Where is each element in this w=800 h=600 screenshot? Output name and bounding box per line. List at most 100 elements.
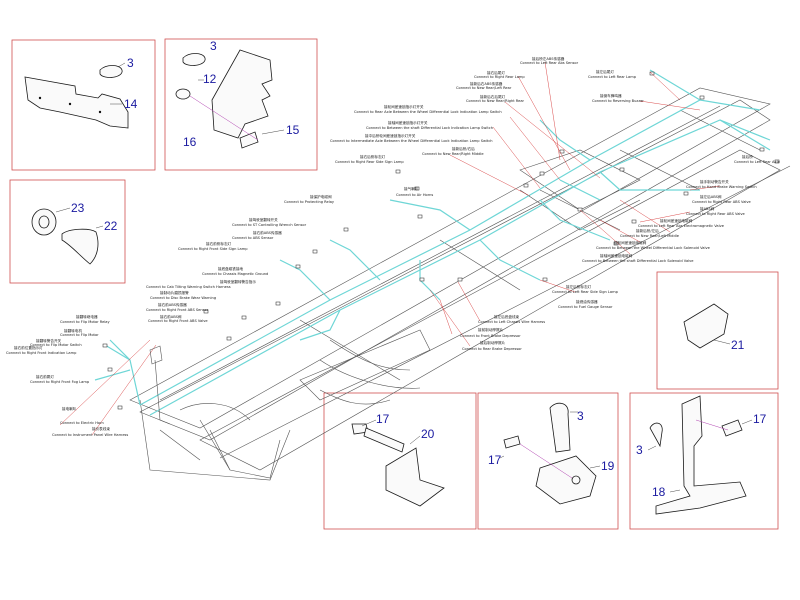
label-en: Connect to Flip Motor Relay xyxy=(60,320,111,324)
bracket-part-19 xyxy=(535,455,597,505)
callout: 3 xyxy=(210,39,217,53)
clip-part-3c xyxy=(549,402,571,453)
label-cn: 接右前位置指示灯 xyxy=(14,345,43,350)
bracket-part-20 xyxy=(385,447,445,507)
inset-box-bottom-left: 17 20 xyxy=(323,392,477,530)
inset-box-left-middle: 23 22 xyxy=(9,179,126,284)
label-cn: 接右后尾灯 xyxy=(487,70,505,75)
label-en: Connect to Left Rear Side Sign Lamp xyxy=(552,290,619,294)
label-cn: 接保护电磁阀 xyxy=(310,194,332,199)
inset-box-bottom-right: 3 17 18 xyxy=(629,392,779,530)
label-cn: 接左后底盘线束 xyxy=(494,314,520,319)
callout: 18 xyxy=(652,485,666,499)
callout: 3 xyxy=(577,409,584,423)
label-cn: 接燃油传感器 xyxy=(576,299,598,304)
label-en: Connect to Hand Brake Warning Switch xyxy=(686,185,757,189)
nut-part-12 xyxy=(175,88,191,100)
bracket-part-18 xyxy=(655,395,747,515)
label-cn: 接左后侧标志灯 xyxy=(566,284,592,289)
label-en: Connect to Right Front Indication Lamp xyxy=(6,351,77,355)
inset-box-top-center: 3 12 15 16 xyxy=(164,38,318,171)
callout: 14 xyxy=(124,97,138,111)
callout: 22 xyxy=(104,219,118,233)
label-en: Connect to Left Rear Abs Electromagnetic… xyxy=(638,224,725,228)
callout: 17 xyxy=(376,412,390,426)
label-en: Connect to Left Rear Axle xyxy=(734,160,781,164)
label-en: Connect to Disc Brake Wear Warning xyxy=(150,296,216,300)
inset-box-top-left: 3 14 xyxy=(11,39,156,171)
label-cn: 接中后桥轮间差速锁指示灯开关 xyxy=(365,133,416,138)
harness-routes xyxy=(94,69,771,416)
callout: 3 xyxy=(636,443,643,457)
leader-lines xyxy=(59,61,721,436)
bolt-part-17c xyxy=(721,419,743,437)
label-en: Connect to Air Horns xyxy=(396,193,433,197)
label-en: Connect to Right Rear Lamp xyxy=(474,75,525,79)
inset-box-bottom-center: 3 17 19 xyxy=(477,392,619,530)
callout: 19 xyxy=(601,459,615,473)
label-cn: 接后桥左ABS传感器 xyxy=(532,56,565,61)
label-en: Connect to ABS Sensor xyxy=(232,236,274,240)
label-cn: 接手制动警告开关 xyxy=(700,179,729,184)
label-en: Connect to ST Controlling Wrench Sensor xyxy=(232,223,307,227)
clip-part-3b xyxy=(182,53,206,66)
label-cn: 接电喇叭 xyxy=(62,406,77,411)
label-cn: 接翻转警告开关 xyxy=(36,338,62,343)
label-en: Connect to Right Rear Side Sign Lamp xyxy=(335,160,404,164)
label-en: Connect to Right Rear ABS Valve xyxy=(692,200,752,204)
label-cn: 接右前ABS传感器 xyxy=(158,302,187,307)
callout: 15 xyxy=(286,123,300,137)
label-cn: 接右前ABS传感器 xyxy=(253,230,282,235)
callout: 17 xyxy=(488,453,502,467)
label-en: Connect to Front Brake Depressor xyxy=(460,334,521,338)
label-cn: 接制动片磨损报警 xyxy=(160,290,189,295)
label-en: Connect to Flip Motor xyxy=(60,333,99,337)
label-cn: 接轮间差速锁电磁阀 xyxy=(660,218,693,223)
label-cn: 接轴间差速锁指示灯开关 xyxy=(388,120,428,125)
label-en: Connect to Between the Wheel Differentia… xyxy=(596,246,711,250)
label-en: Connect to Instrument Panel Wire Harness xyxy=(52,433,128,437)
label-en: Connect to Fuel Gauge Sensor xyxy=(558,305,613,309)
label-cn: 接左后尾灯 xyxy=(596,69,614,74)
label-cn: 接后制动摩擦片 xyxy=(480,340,506,345)
label-cn: 接后桥 xyxy=(742,154,753,159)
label-en: Connect to Right Front ABS Sensor xyxy=(146,308,209,312)
label-en: Connect to Flip Motor Switch xyxy=(30,343,82,347)
label-cn: 接右前ABS阀 xyxy=(160,314,182,319)
label-cn: 接驾驶室翻转开关 xyxy=(249,217,278,222)
callout: 21 xyxy=(731,338,745,352)
label-cn: 接右前侧标志灯 xyxy=(206,241,232,246)
label-en: Connect to Chassis Magnetic Ground xyxy=(202,272,268,276)
label-en: Connect to Between the shaft Differentia… xyxy=(582,259,694,263)
label-en: Connect to Intermediate Axle Between the… xyxy=(330,139,493,143)
label-cn: 接左后ABS阀 xyxy=(700,194,722,199)
clip-part-21 xyxy=(683,303,729,349)
callout: 17 xyxy=(753,412,767,426)
label-cn: 接新后桥/左后 xyxy=(636,228,659,233)
label-en: Connect to Left Chassis Wire Harness xyxy=(478,320,545,324)
label-en: Connect to New Rear/Left Rear xyxy=(456,86,512,90)
label-en: Connect to Electric Horn xyxy=(60,421,104,425)
bracket-part xyxy=(211,49,273,139)
callout: 20 xyxy=(421,427,435,441)
label-cn: 接驾驶室翻转警告指示 xyxy=(220,279,256,284)
label-en: Connect to Reversing Buzzer xyxy=(592,99,644,103)
bracket-part-14 xyxy=(24,76,129,129)
connector-labels: 接后桥左ABS传感器 Connect to Left Rear Abs Sens… xyxy=(6,56,781,437)
bolt-part-17a xyxy=(363,427,405,453)
label-cn: 接翻转电机 xyxy=(64,328,82,333)
label-en: Connect to Right Front ABS Valve xyxy=(148,319,208,323)
label-cn: 接右前雾灯 xyxy=(36,374,54,379)
label-cn: 接气喇叭 xyxy=(404,186,419,191)
label-en: Connect to Rear Brake Depressor xyxy=(462,347,522,351)
label-cn: 接倒车蜂鸣器 xyxy=(600,93,622,98)
label-en: Connect to New Rear/Left Middle xyxy=(620,234,680,238)
callout: 16 xyxy=(183,135,197,149)
callout: 3 xyxy=(127,56,134,70)
label-cn: 接底盘磁铁接地 xyxy=(218,266,244,271)
bolt-part-17b xyxy=(503,435,521,449)
label-en: Connect to Cab Tilting Warning Switch Ha… xyxy=(146,285,231,289)
label-en: Connect to Right Rear ABS Valve xyxy=(686,212,746,216)
front-end-detail xyxy=(149,329,431,479)
